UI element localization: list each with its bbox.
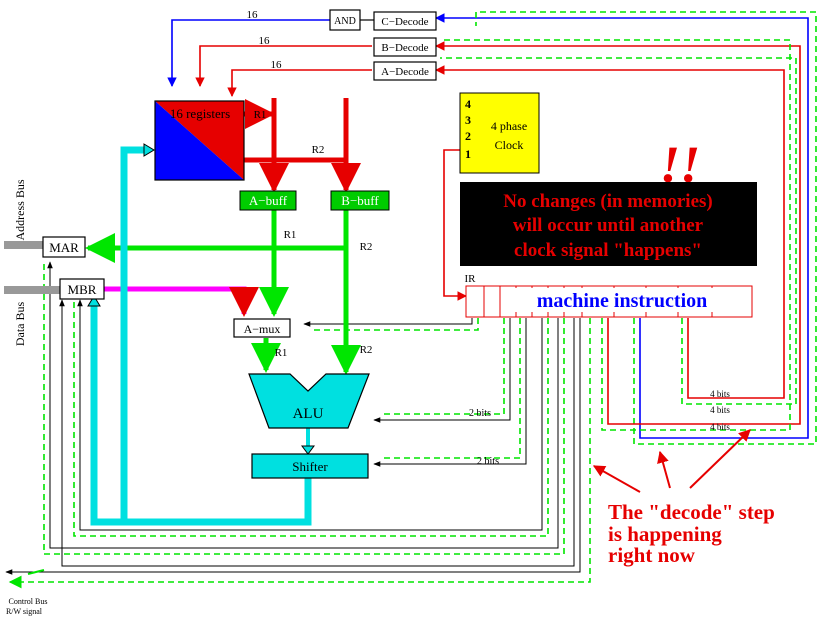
b-decoder: B−Decode	[373, 37, 437, 57]
clock-label-2: Clock	[495, 138, 524, 152]
notice-line-3: clock signal "happens"	[514, 240, 702, 261]
notice-line-2: will occur until another	[513, 215, 704, 236]
notice-box: No changes (in memories) will occur unti…	[460, 182, 757, 266]
rw-signal-label: R/W signal	[6, 607, 43, 616]
width-label-a: 16	[271, 59, 283, 71]
b-buffer: B−buff	[330, 190, 390, 211]
bits-label-b: 4 bits	[710, 405, 730, 415]
clock-label-1: 4 phase	[491, 119, 527, 133]
c-decoder: C−Decode	[373, 11, 437, 31]
decode-note-line-1: The "decode" step	[608, 500, 775, 524]
r1-label-low: R1	[275, 347, 288, 359]
clock-phase-4: 4	[465, 97, 471, 111]
a-mux: A−mux	[233, 318, 291, 338]
mbr-register: MBR	[59, 278, 105, 300]
a-decoder: A−Decode	[373, 61, 437, 81]
mar-label: MAR	[49, 240, 79, 255]
r1-label-mid: R1	[284, 229, 297, 241]
clock-phase-1: 1	[465, 147, 471, 161]
a-mux-label: A−mux	[244, 322, 281, 336]
shifter-label: Shifter	[292, 459, 328, 474]
b-decode-label: B−Decode	[381, 42, 428, 54]
shifter: Shifter	[251, 453, 369, 479]
decode-note-line-3: right now	[608, 543, 696, 567]
r2-label-top: R2	[312, 144, 325, 156]
ir-instruction-text: machine instruction	[537, 290, 708, 312]
and-label: AND	[334, 16, 356, 27]
c-decode-label: C−Decode	[381, 16, 428, 28]
width-label-c: 16	[247, 9, 259, 21]
r2-label-mid: R2	[360, 241, 373, 253]
address-bus-label: Address Bus	[13, 179, 27, 240]
ir-label: IR	[465, 273, 477, 285]
bits-label-c: 4 bits	[710, 422, 730, 432]
control-wires	[5, 11, 817, 589]
data-paths	[85, 98, 361, 526]
instruction-register: machine instruction	[465, 285, 753, 318]
and-gate: AND	[329, 9, 361, 31]
mar-register: MAR	[42, 236, 86, 258]
r2-label-low: R2	[360, 344, 373, 356]
data-bus-label: Data Bus	[13, 302, 27, 347]
clock-phase-2: 2	[465, 129, 471, 143]
mbr-label: MBR	[68, 282, 97, 297]
a-buffer: A−buff	[239, 190, 297, 211]
bits-label-a: 4 bits	[710, 389, 730, 399]
clock-phase-3: 3	[465, 113, 471, 127]
register-file: 16 registers	[154, 100, 245, 181]
decode-note-line-2: is happening	[608, 522, 722, 546]
bits-label-alu: 2 bits	[469, 408, 491, 419]
width-label-b: 16	[259, 35, 271, 47]
control-bus-label: Control Bus	[9, 597, 48, 606]
b-buff-label: B−buff	[341, 193, 379, 208]
r1-label-top: R1	[254, 109, 267, 121]
decode-pointer-arrows	[592, 429, 751, 493]
clock-box: 4 3 2 1 4 phase Clock	[459, 92, 540, 174]
notice-line-1: No changes (in memories)	[503, 191, 713, 212]
registers-label: 16 registers	[170, 106, 230, 121]
alu-label: ALU	[293, 406, 324, 422]
bits-label-shifter: 2 bits	[477, 456, 499, 467]
bus-stubs	[4, 241, 60, 294]
a-decode-label: A−Decode	[381, 66, 429, 78]
alu: ALU	[248, 373, 370, 429]
a-buff-label: A−buff	[249, 193, 288, 208]
